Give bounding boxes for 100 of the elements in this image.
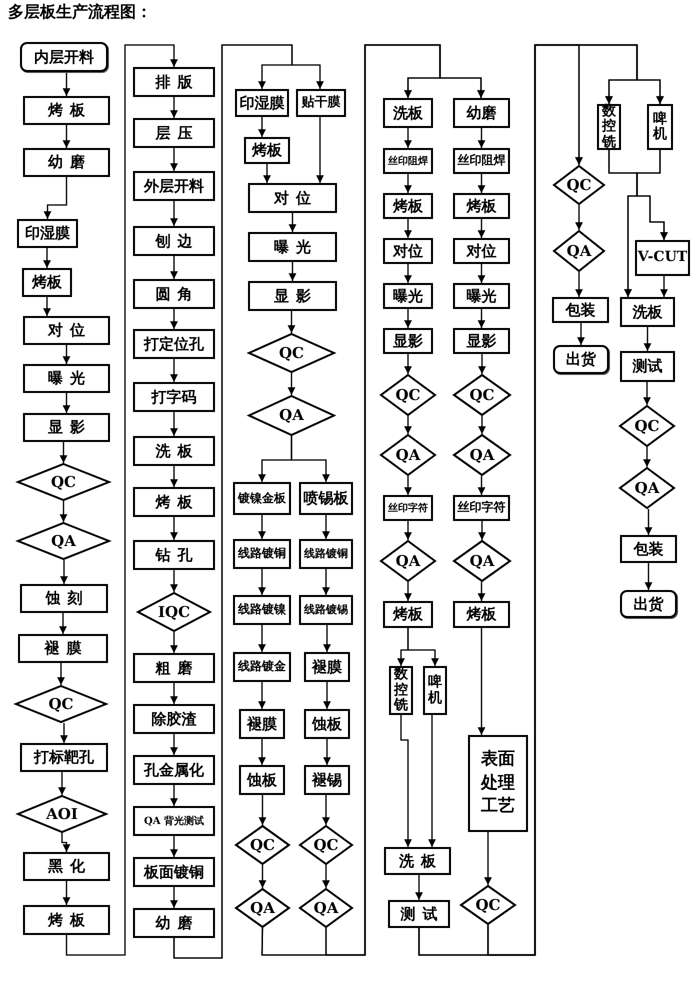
step-label: 钻孔 [156, 546, 200, 564]
step-label: 烤板 [32, 274, 62, 291]
flow-arrow [57, 663, 65, 685]
step-label: QA 背光测试 [144, 816, 204, 826]
flow-arrow [478, 219, 486, 238]
step-label: QC [469, 386, 494, 404]
process-box [423, 666, 447, 715]
flow-arrow [644, 327, 652, 351]
flow-arrow [404, 309, 412, 328]
flow-arrow [636, 150, 668, 240]
step-label: 测试 [400, 906, 444, 922]
step-label: IQC [158, 604, 190, 620]
process-box [383, 98, 433, 128]
flow-arrow [428, 715, 436, 847]
flow-arrow [170, 517, 178, 540]
flow-arrow [478, 582, 486, 601]
process-box [453, 148, 510, 174]
process-box [133, 67, 215, 97]
flow-arrow [400, 715, 412, 847]
flow-arrow [323, 739, 331, 765]
step-label: 曝光 [48, 370, 92, 387]
step-label: 洗板 [393, 104, 423, 122]
process-box [383, 193, 433, 219]
process-box [304, 709, 350, 739]
process-box [133, 487, 215, 517]
process-box [20, 584, 108, 613]
flow-arrow [288, 311, 296, 333]
process-box [296, 89, 346, 117]
flow-arrow [170, 359, 178, 382]
step-label: 显影 [393, 332, 423, 350]
process-box [133, 436, 215, 466]
step-label: 打标靶孔 [34, 749, 94, 766]
process-box [23, 96, 110, 125]
flow-arrow [487, 44, 583, 956]
process-box [389, 666, 413, 715]
flow-arrow [258, 625, 266, 652]
step-label: QC [50, 474, 76, 490]
process-box [620, 297, 675, 327]
process-box [133, 653, 215, 683]
flow-arrow [478, 416, 486, 434]
flow-arrow [170, 683, 178, 704]
process-box [133, 806, 215, 836]
decision-diamond [453, 434, 511, 476]
process-box [23, 316, 110, 345]
step-label: 线路镀金 [238, 660, 286, 674]
decision-diamond [553, 230, 605, 272]
step-label: 烤板 [393, 606, 423, 623]
decision-diamond [380, 434, 436, 476]
flow-arrow [415, 875, 423, 900]
flow-arrow [170, 256, 178, 279]
step-label: 印湿膜 [240, 94, 284, 112]
step-label: 内层开料 [34, 48, 94, 66]
process-box [133, 857, 215, 887]
process-box [244, 137, 290, 164]
flow-arrow [258, 117, 266, 137]
flow-arrow [290, 436, 330, 482]
step-label: QA [396, 446, 420, 464]
step-label: 烤板 [252, 142, 282, 159]
step-label: 丝印字符 [458, 501, 506, 515]
step-label: 线路镀铜 [238, 547, 286, 561]
process-box [248, 281, 337, 311]
flow-arrow [288, 213, 296, 232]
step-label: 包装 [634, 540, 664, 558]
flow-arrow [170, 97, 178, 118]
flow-arrow [170, 412, 178, 436]
decision-diamond [299, 888, 353, 928]
flow-arrow [44, 177, 68, 219]
process-box [453, 328, 510, 354]
step-label: 洗板 [399, 852, 443, 870]
flow-arrow [643, 382, 651, 405]
process-box [133, 226, 215, 256]
decision-diamond [619, 467, 675, 509]
step-label: 曝光 [466, 288, 496, 304]
process-box [552, 297, 609, 323]
step-label: 测试 [632, 358, 662, 375]
flow-arrow [404, 219, 412, 238]
flow-arrow [575, 205, 583, 230]
process-box [383, 495, 433, 521]
step-label: 幼磨 [156, 914, 200, 932]
step-label: 印湿膜 [25, 225, 70, 242]
flow-arrow [170, 785, 178, 806]
decision-diamond [17, 463, 110, 501]
process-box [233, 539, 291, 569]
decision-diamond [380, 540, 436, 582]
step-label: QC [48, 696, 74, 712]
process-box [383, 148, 433, 174]
process-box [235, 89, 289, 117]
flow-arrow [170, 309, 178, 329]
flow-arrow [62, 345, 70, 364]
process-box [299, 482, 353, 515]
flow-arrow [66, 44, 178, 956]
diagram-title: 多层板生产流程图： [8, 2, 152, 23]
flow-arrow [660, 276, 668, 297]
step-label: 丝印阻焊 [388, 156, 428, 166]
flow-arrow [404, 354, 412, 374]
step-label: 褪膜 [44, 640, 88, 657]
flow-arrow [478, 521, 486, 540]
decision-diamond [15, 685, 107, 723]
step-label: 排版 [156, 74, 200, 90]
flow-arrow [404, 582, 412, 601]
